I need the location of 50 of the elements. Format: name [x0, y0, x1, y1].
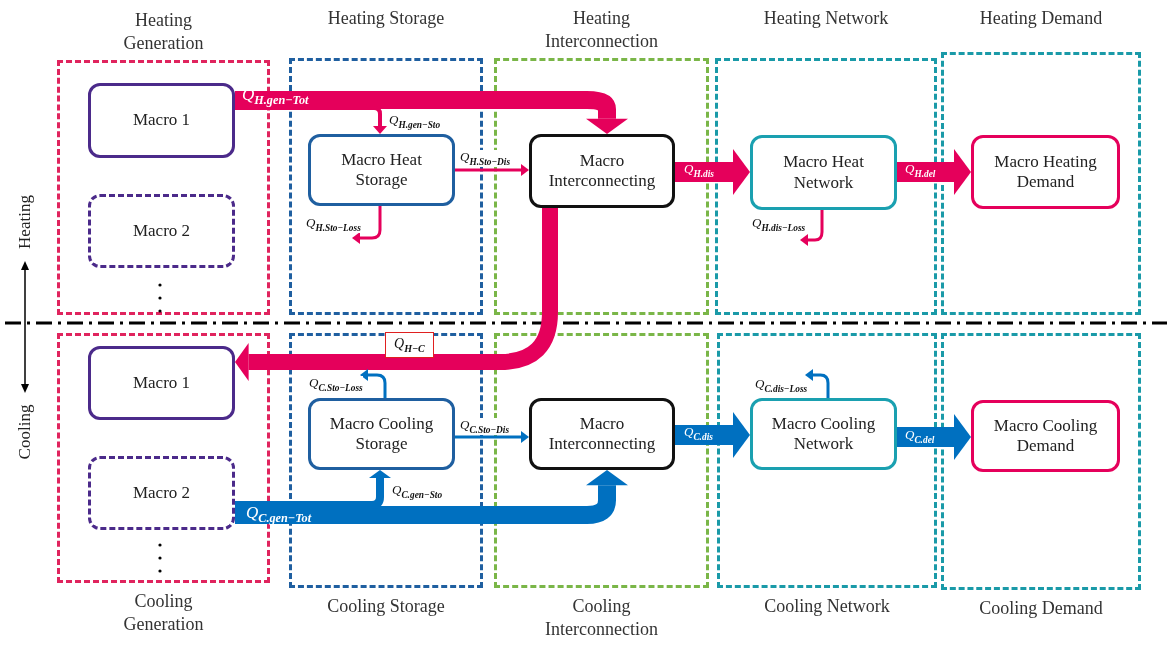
region-title: Cooling Storage [326, 595, 446, 618]
region-title: Heating Network [762, 7, 890, 30]
flow-arrow [675, 149, 750, 195]
flow-arrow [235, 470, 628, 524]
region-title: Heating Storage [326, 7, 446, 30]
edge-label: Q$_{H.dis−Loss}$ [752, 216, 806, 233]
region-title: Cooling Interconnection [544, 595, 659, 642]
region-title: Heating Generation [122, 9, 205, 56]
process-box: Macro Heat Network [750, 135, 897, 210]
process-box: Macro Interconnecting [529, 134, 675, 208]
edge-label: Q$_{H.dis}$ [684, 162, 714, 179]
edge-label: Q$_{C.Sto−Loss}$ [309, 376, 363, 393]
region-title: Heating Demand [978, 7, 1104, 30]
process-box: Macro 2 [88, 456, 235, 530]
flow-arrow [897, 149, 971, 195]
process-box: Macro 2 [88, 194, 235, 268]
flow-arrow [455, 431, 529, 443]
process-box: Macro 1 [88, 346, 235, 420]
edge-label: Q$_{C.gen−Tot}$ [246, 504, 312, 526]
region-title: Cooling Network [763, 595, 891, 618]
edge-label: Q$_{H.Sto−Dis}$ [460, 150, 511, 167]
process-box: Macro Heat Storage [308, 134, 455, 206]
process-box: Macro Interconnecting [529, 398, 675, 470]
edge-label: Q$_{C.dis}$ [684, 425, 713, 442]
process-box: Macro Cooling Storage [308, 398, 455, 470]
edge-label: Q$_{H.Sto−Loss}$ [306, 216, 361, 233]
flow-arrow [235, 470, 391, 509]
edge-label: Q$_{C.Sto−Dis}$ [460, 418, 510, 435]
edge-label: Q$_{H.gen−Sto}$ [389, 113, 441, 130]
region-title: Cooling Generation [122, 590, 205, 637]
process-box: Macro Cooling Network [750, 398, 897, 470]
process-box: Macro Cooling Demand [971, 400, 1120, 472]
edge-label: Q$_{H.del}$ [905, 162, 936, 179]
edge-label: Q$_{C.del}$ [905, 428, 935, 445]
process-box: Macro Heating Demand [971, 135, 1120, 209]
flow-arrow [800, 210, 824, 246]
region-title: Heating Interconnection [544, 7, 659, 54]
flow-arrow [897, 414, 971, 460]
flow-arrow [352, 206, 382, 244]
region-title: Cooling Demand [978, 597, 1104, 620]
flow-arrow [675, 412, 750, 458]
edge-label: Q$_{H−C}$ [385, 332, 434, 358]
process-box: Macro 1 [88, 83, 235, 158]
flow-arrow [235, 208, 558, 381]
flow-arrow [455, 164, 529, 176]
flow-arrow [235, 91, 628, 134]
edge-label: Q$_{C.gen−Sto}$ [392, 483, 443, 500]
edge-label: Q$_{C.dis−Loss}$ [755, 377, 808, 394]
flow-arrow [235, 106, 387, 134]
axis-label: Cooling [15, 404, 35, 460]
